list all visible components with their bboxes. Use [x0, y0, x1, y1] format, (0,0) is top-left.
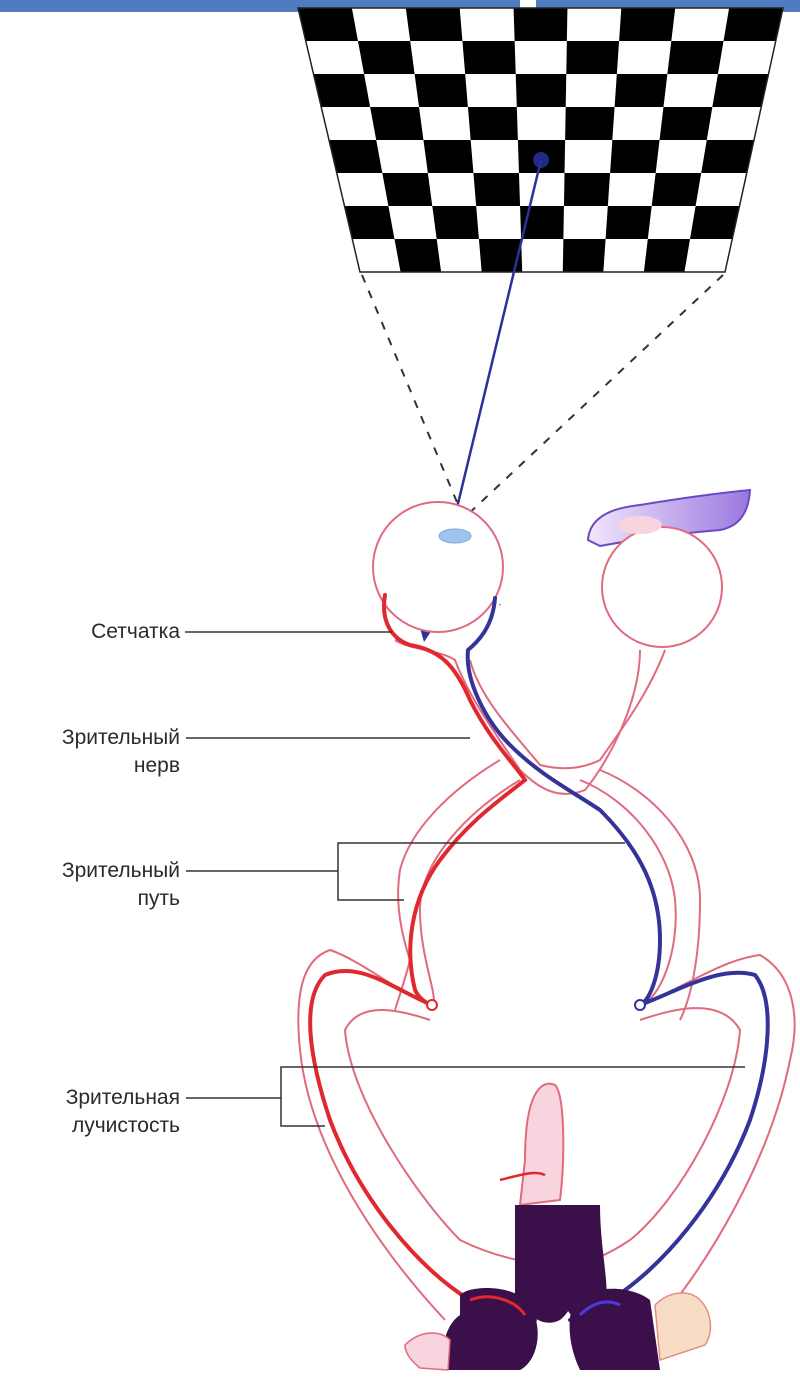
checker-square	[468, 107, 518, 140]
cortex-right-tip	[655, 1293, 710, 1360]
checker-square	[516, 74, 567, 107]
optic-tract-label: Зрительный путь	[62, 857, 180, 913]
checker-square	[415, 74, 468, 107]
cortex-right-base	[570, 1289, 660, 1370]
checker-square	[406, 8, 463, 41]
optic-radiation-label-line1: Зрительная	[66, 1084, 180, 1112]
retina-label: Сетчатка	[91, 618, 180, 646]
checker-square	[660, 107, 713, 140]
checker-square	[615, 74, 668, 107]
checker-square	[690, 206, 739, 239]
lens	[439, 529, 471, 543]
checkerboard-stimulus	[298, 8, 783, 272]
optic-tract-label-line1: Зрительный	[62, 857, 180, 885]
checker-square	[423, 140, 473, 173]
optic-nerve-label: Зрительный нерв	[62, 724, 180, 780]
checker-square	[652, 173, 701, 206]
right-eye-lens	[618, 516, 662, 534]
checker-square	[563, 239, 606, 272]
checker-square	[329, 140, 382, 173]
right-eye	[588, 490, 750, 647]
checker-square	[712, 74, 768, 107]
optic-tract-label-line2: путь	[62, 885, 180, 913]
checker-square	[432, 206, 479, 239]
retina-label-text: Сетчатка	[91, 620, 180, 643]
checker-square	[394, 239, 441, 272]
checker-square	[644, 239, 690, 272]
optic-nerve-label-line1: Зрительный	[62, 724, 180, 752]
checker-square	[473, 173, 520, 206]
checker-square	[370, 107, 423, 140]
left-eye	[373, 502, 503, 632]
checker-square	[462, 41, 515, 74]
checker-square	[610, 140, 659, 173]
optic-radiation-bracket	[281, 1067, 745, 1126]
optic-radiation-label-line2: лучистость	[66, 1112, 180, 1140]
cortex-left-base	[443, 1288, 538, 1370]
checker-square	[314, 74, 371, 107]
checker-square	[667, 41, 723, 74]
checker-square	[565, 107, 614, 140]
checker-square	[606, 206, 652, 239]
cortex-upper	[520, 1084, 563, 1205]
cortex-left-tip	[405, 1333, 450, 1370]
checker-square	[619, 8, 675, 41]
checker-square	[514, 8, 568, 41]
optic-radiation-label: Зрительная лучистость	[66, 1084, 180, 1140]
right-pathway	[468, 598, 768, 1320]
checker-square	[345, 206, 395, 239]
left-lgn	[427, 1000, 437, 1010]
occipital-cortex	[405, 1084, 710, 1370]
checker-square	[724, 8, 783, 41]
checker-square	[298, 8, 358, 41]
right-lgn	[635, 1000, 645, 1010]
optic-tract-bracket	[338, 843, 625, 900]
checker-square	[382, 173, 432, 206]
checker-square	[566, 41, 619, 74]
optic-nerve-label-line2: нерв	[62, 752, 180, 780]
checker-square	[564, 173, 610, 206]
checker-square	[701, 140, 754, 173]
left-pathway	[310, 595, 535, 1320]
leader-lines	[185, 632, 745, 1126]
checker-square	[358, 41, 415, 74]
